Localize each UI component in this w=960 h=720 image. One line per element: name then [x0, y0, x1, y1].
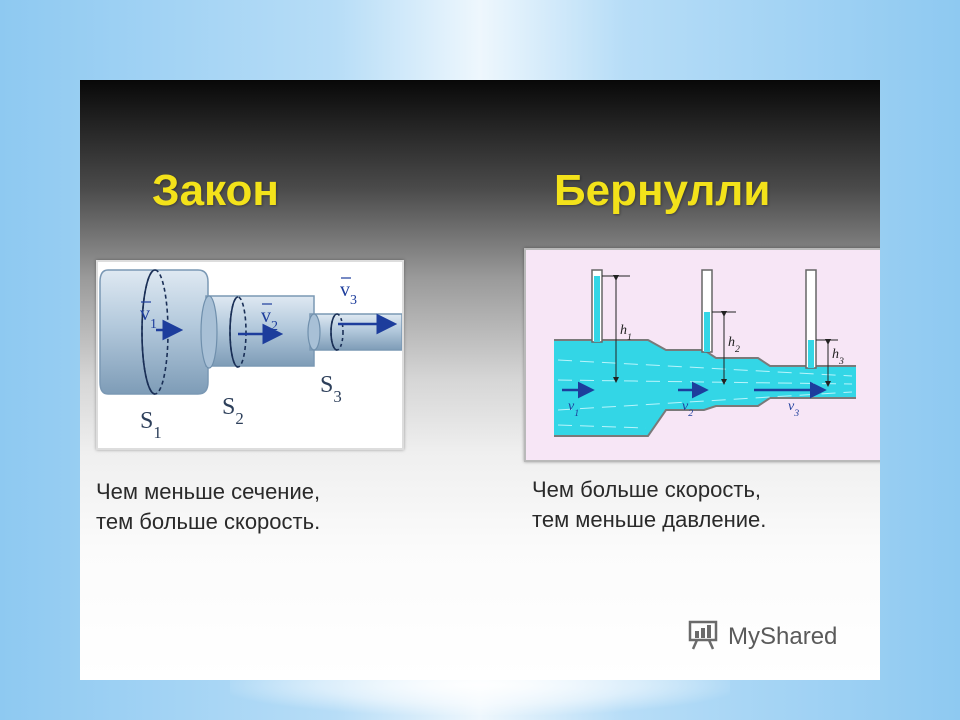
- vector-marks: [141, 277, 351, 305]
- velocity-labels: v1 v2 v3: [140, 279, 357, 334]
- height-label-h3: h3: [832, 347, 844, 367]
- watermark-text: MyShared: [728, 623, 838, 650]
- height-labels: h1 h2 h3: [620, 323, 844, 367]
- flow-label-v2: v2: [682, 399, 693, 419]
- caption-right-line-2: тем меньше давление.: [532, 507, 767, 532]
- height-indicators: [602, 275, 838, 387]
- section-label-s2: S2: [222, 394, 244, 428]
- caption-left-line-1: Чем меньше сечение,: [96, 479, 321, 504]
- venturi-diagram: h1 h2 h3 v1 v2 v3: [524, 248, 880, 462]
- watermark[interactable]: MyShared: [686, 620, 837, 654]
- height-label-h1: h1: [620, 323, 632, 343]
- manometer-tubes: [591, 269, 817, 369]
- title-right: Бернулли: [554, 166, 771, 215]
- velocity-label-v1: v1: [140, 303, 157, 332]
- flow-label-v1: v1: [568, 399, 579, 419]
- presentation-board-icon: [686, 619, 722, 656]
- height-label-h2: h2: [728, 335, 740, 355]
- flow-dashes: [557, 359, 853, 429]
- section-labels: S1 S2 S3: [140, 372, 342, 442]
- pipe-walls: [554, 339, 856, 437]
- caption-right: Чем больше скорость, тем меньше давление…: [532, 475, 766, 535]
- flow-labels: v1 v2 v3: [568, 399, 799, 419]
- velocity-label-v3: v3: [340, 279, 357, 308]
- caption-left: Чем меньше сечение, тем больше скорость.: [96, 477, 320, 537]
- caption-left-line-2: тем больше скорость.: [96, 509, 321, 534]
- title-left: Закон: [152, 166, 279, 215]
- flow-label-v3: v3: [788, 399, 799, 419]
- slide: Закон Бернулли: [80, 80, 880, 680]
- velocity-arrows: [156, 313, 398, 345]
- continuity-diagram: v1 v2 v3 S1 S2 S3: [96, 260, 404, 450]
- velocity-label-v2: v2: [261, 305, 278, 334]
- section-label-s3: S3: [320, 372, 342, 406]
- section-label-s1: S1: [140, 408, 162, 442]
- caption-right-line-1: Чем больше скорость,: [532, 477, 762, 502]
